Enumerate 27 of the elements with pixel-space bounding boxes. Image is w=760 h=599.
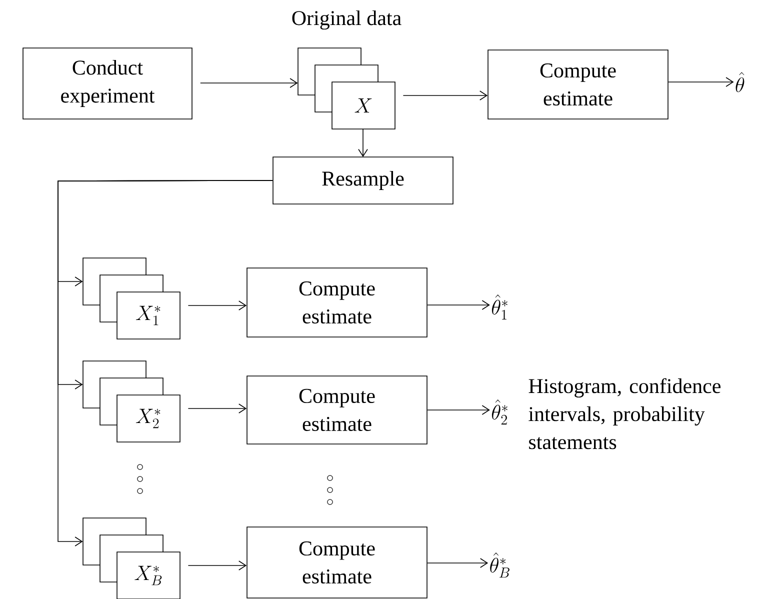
note-text: Histogram, confidence intervals, probability statements <box>528 378 720 450</box>
data-stack: $X_{1}^{*}$ <box>82 258 180 340</box>
arrow <box>358 128 368 157</box>
process-box: Compute estimate <box>488 50 668 120</box>
process-box: Compute estimate <box>246 268 428 338</box>
data-stack: Original data $X$ <box>292 10 402 130</box>
estimate-symbol: $\hat{\theta}_{2}^{*}$ <box>492 400 508 424</box>
arrow <box>188 560 247 570</box>
arrow <box>402 90 488 100</box>
arrow <box>200 78 298 88</box>
process-box: Resample <box>272 156 454 204</box>
data-stack: $X_{B}^{*}$ <box>82 518 180 599</box>
node-label: Original data <box>292 10 402 30</box>
estimate-symbol: $\hat{\theta}$ <box>736 72 744 92</box>
arrow <box>668 77 734 87</box>
estimate-symbol: $\hat{\theta}_{B}^{*}$ <box>490 552 510 578</box>
process-box: Conduct experiment <box>22 48 192 120</box>
estimate-symbol: $\hat{\theta}_{1}^{*}$ <box>492 294 508 320</box>
arrow <box>427 405 490 415</box>
arrow <box>188 300 247 310</box>
data-stack: $X_{2}^{*}$ <box>82 360 180 442</box>
arrow <box>188 404 247 414</box>
process-box: Compute estimate <box>246 526 428 598</box>
arrow <box>427 300 490 310</box>
arrow <box>58 180 273 546</box>
arrow <box>427 558 488 568</box>
process-box: Compute estimate <box>246 376 428 444</box>
